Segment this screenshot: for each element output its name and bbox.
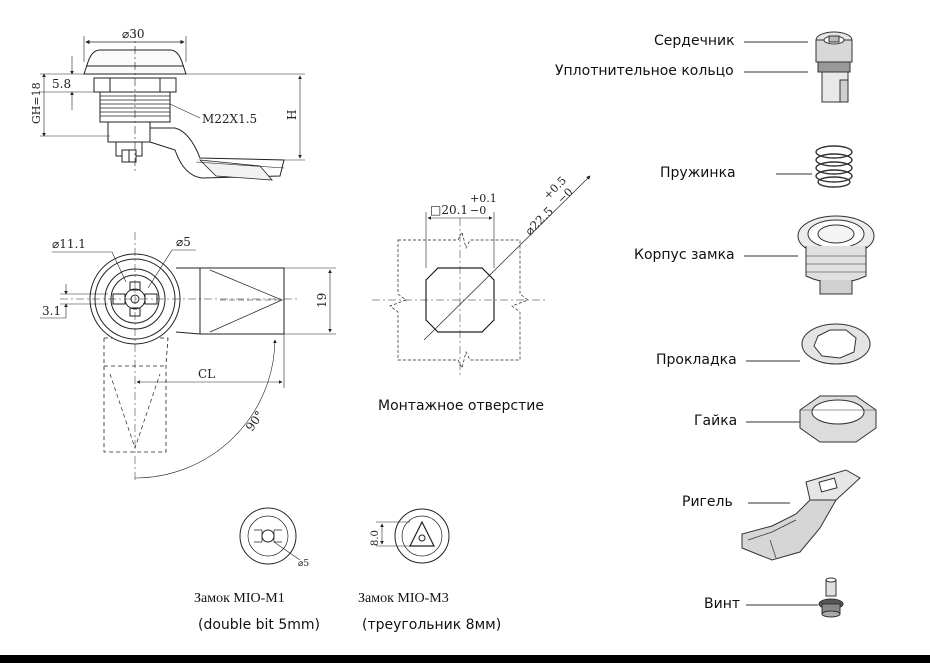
part-latch — [741, 469, 861, 561]
dim-3-1: 3.1 — [42, 304, 61, 318]
caption-lock-m1-sub: (double bit 5mm) — [198, 617, 320, 633]
dim-d11-1: ⌀11.1 — [52, 237, 86, 251]
dim-5-8: 5.8 — [52, 77, 71, 91]
dim-sq20-1: □20.1 — [430, 203, 468, 217]
part-label-gasket: Прокладка — [656, 352, 737, 368]
part-label-screw: Винт — [704, 596, 741, 612]
part-label-o-ring: Уплотнительное кольцо — [555, 63, 734, 79]
dim-cl: CL — [198, 367, 215, 381]
dim-d22-5: ⌀22.5 — [522, 204, 556, 238]
part-body — [797, 215, 875, 295]
caption-lock-m3-sub: (треугольник 8мм) — [362, 617, 502, 633]
part-label-core: Сердечник — [654, 33, 735, 49]
dim-19: 19 — [315, 293, 329, 308]
part-nut — [799, 395, 877, 443]
part-core — [815, 31, 853, 103]
caption-lock-m1: Замок MIO-M1 — [194, 591, 285, 606]
dim-small-d5: ⌀5 — [298, 559, 309, 569]
part-label-latch: Ригель — [682, 494, 733, 510]
part-label-spring: Пружинка — [660, 165, 736, 181]
side-view — [40, 30, 305, 181]
dim-sq20-1-tol-up: +0.1 — [470, 192, 497, 205]
key-m1 — [239, 507, 301, 565]
dim-tri8: 8.0 — [370, 530, 381, 546]
key-m3 — [376, 508, 450, 564]
bottom-bar — [0, 655, 930, 663]
part-screw — [818, 577, 844, 618]
caption-lock-m3: Замок MIO-M3 — [358, 591, 449, 606]
dim-d5: ⌀5 — [176, 235, 191, 249]
part-label-body: Корпус замка — [634, 247, 735, 263]
part-spring — [815, 145, 853, 188]
dim-gh18: GH=18 — [30, 82, 43, 124]
dim-h: H — [285, 110, 299, 120]
mounting-hole — [372, 175, 591, 376]
dim-m22: M22X1.5 — [202, 112, 257, 126]
leader-lines — [744, 41, 818, 606]
part-gasket — [801, 323, 871, 365]
dim-d30: ⌀30 — [122, 27, 145, 41]
dim-90deg: 90° — [243, 408, 267, 433]
caption-mounting-hole: Монтажное отверстие — [378, 398, 544, 414]
part-label-nut: Гайка — [694, 413, 738, 429]
dim-sq20-1-tol-dn: −0 — [470, 204, 486, 217]
front-view — [40, 232, 336, 480]
